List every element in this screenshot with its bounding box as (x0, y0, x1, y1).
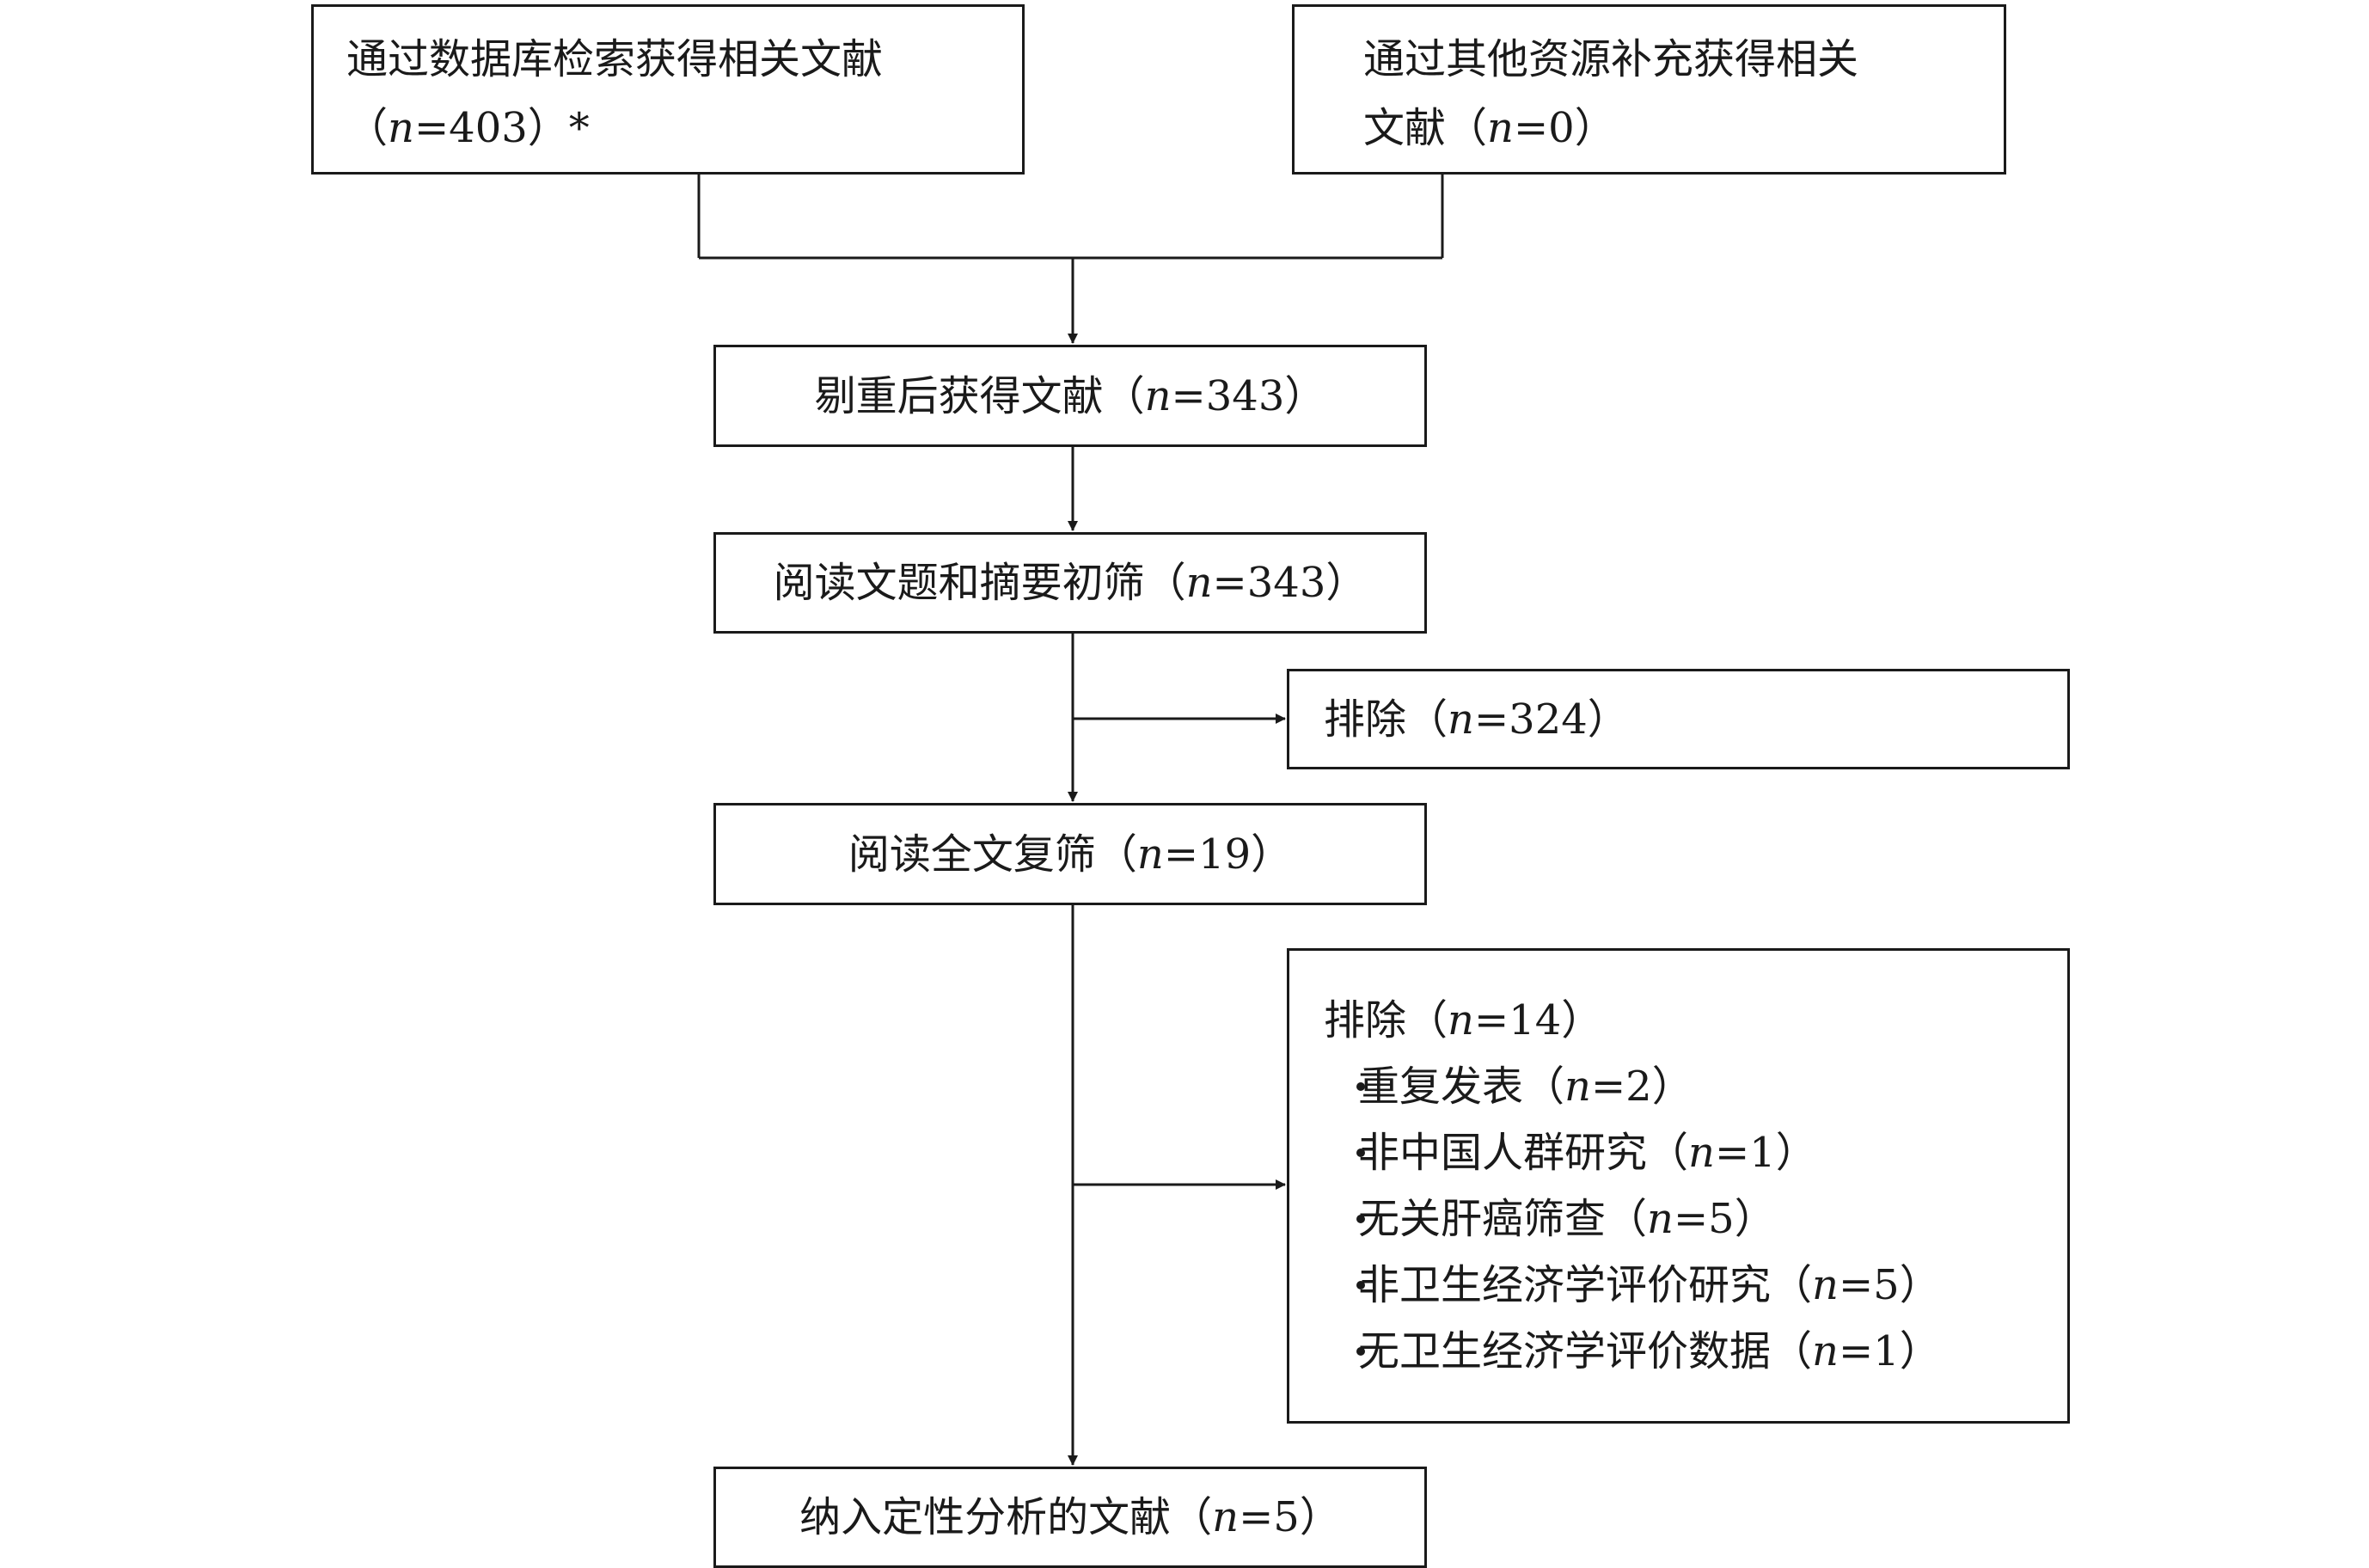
exclude-2-header: 排除（n=14） (1324, 996, 1603, 1044)
exclude-reason-item: 非中国人群研究（n=1） (1356, 1129, 1817, 1177)
bullet-dot-icon (1356, 1347, 1365, 1356)
box-exclude-1: 排除（n=324） (1287, 669, 2070, 769)
included-label: 纳入定性分析的文献（n=5） (799, 1493, 1341, 1541)
bullet-dot-icon (1356, 1281, 1365, 1289)
exclude-reason-item: 重复发表（n=2） (1356, 1063, 1693, 1111)
box-exclude-2: 排除（n=14） 重复发表（n=2） 非中国人群研究（n=1） 无关肝癌筛查（n… (1287, 948, 2070, 1424)
box-title-abstract-screening: 阅读文题和摘要初筛（n=343） (713, 532, 1427, 634)
bullet-dot-icon (1356, 1082, 1365, 1091)
bullet-dot-icon (1356, 1148, 1365, 1157)
database-search-line1: 通过数据库检索获得相关文献 (346, 35, 884, 83)
exclude-1-label: 排除（n=324） (1324, 695, 1629, 744)
box-included-studies: 纳入定性分析的文献（n=5） (713, 1467, 1427, 1568)
title-abstract-label: 阅读文题和摘要初筛（n=343） (773, 559, 1368, 607)
box-dedup: 剔重后获得文献（n=343） (713, 345, 1427, 447)
exclude-reason-item: 无卫生经济学评价数据（n=1） (1356, 1327, 1941, 1375)
exclude-reason-item: 非卫生经济学评价研究（n=5） (1356, 1261, 1941, 1309)
box-database-search: 通过数据库检索获得相关文献 （n=403）* (311, 4, 1025, 175)
bullet-dot-icon (1356, 1215, 1365, 1223)
box-full-text-screening: 阅读全文复筛（n=19） (713, 803, 1427, 905)
exclude-reason-item: 无关肝癌筛查（n=5） (1356, 1195, 1776, 1243)
other-sources-line1: 通过其他资源补充获得相关 (1363, 35, 1859, 83)
box-other-sources: 通过其他资源补充获得相关 文献（n=0） (1292, 4, 2006, 175)
full-text-label: 阅读全文复筛（n=19） (848, 830, 1293, 879)
database-search-line2: （n=403）* (346, 104, 590, 152)
other-sources-line2: 文献（n=0） (1363, 104, 1616, 152)
dedup-label: 剔重后获得文献（n=343） (814, 371, 1326, 420)
